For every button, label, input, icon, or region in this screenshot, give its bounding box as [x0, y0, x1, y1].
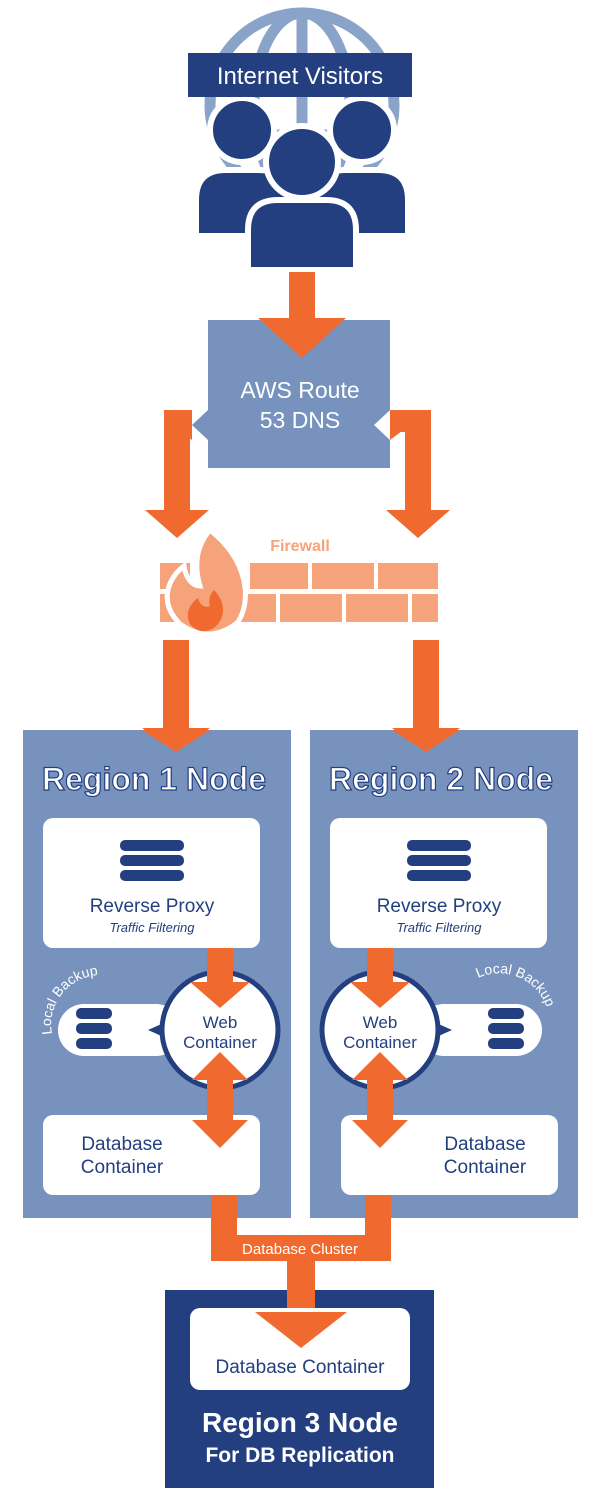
region1-backup-database-icon	[76, 1008, 112, 1049]
region1-web-line2: Container	[183, 1033, 257, 1052]
region2-database-card	[341, 1115, 558, 1195]
region1-arrow-proxy-to-web	[190, 948, 250, 1008]
region3-title: Region 3 Node	[202, 1407, 398, 1438]
region2-db-line2: Container	[444, 1157, 527, 1178]
region1-db-line2: Container	[81, 1157, 164, 1178]
internet-visitors-banner	[188, 53, 412, 97]
region3-subtitle: For DB Replication	[205, 1444, 394, 1467]
dns-box	[192, 320, 390, 468]
dns-label-line2: 53 DNS	[260, 407, 341, 433]
region1-web-line1: Web	[203, 1013, 238, 1032]
region2-arrow-proxy-to-web	[350, 948, 410, 1008]
region2-proxy-title: Reverse Proxy	[377, 896, 502, 917]
region3-node: Database Container Region 3 Node For DB …	[165, 1290, 434, 1488]
arrow-dns-to-firewall-right	[386, 410, 450, 538]
region1-server-icon	[120, 840, 184, 881]
region1-proxy-subtitle: Traffic Filtering	[110, 920, 196, 935]
region1-node: Region 1 Node Reverse Proxy Traffic Filt…	[23, 730, 291, 1218]
region2-reverse-proxy-card	[330, 818, 547, 948]
region1-db-line1: Database	[81, 1134, 162, 1155]
database-cluster-connector	[211, 1195, 391, 1314]
region2-server-icon	[407, 840, 471, 881]
database-cluster-label: Database Cluster	[242, 1241, 358, 1258]
arrow-cluster-to-region3	[255, 1312, 347, 1348]
region1-reverse-proxy-card	[43, 818, 260, 948]
region2-web-line1: Web	[363, 1013, 398, 1032]
region1-database-card	[43, 1115, 260, 1195]
region3-database-card	[190, 1308, 410, 1390]
fire-icon	[164, 526, 248, 637]
region2-db-line1: Database	[444, 1134, 525, 1155]
region1-arrow-web-db-bidirectional	[192, 1052, 248, 1148]
firewall-label: Firewall	[270, 538, 330, 555]
arrow-visitors-to-dns	[258, 272, 346, 358]
region2-node: Region 2 Node Reverse Proxy Traffic Filt…	[310, 730, 578, 1218]
region2-title: Region 2 Node	[329, 761, 553, 797]
region2-proxy-subtitle: Traffic Filtering	[397, 920, 483, 935]
region2-web-line2: Container	[343, 1033, 417, 1052]
arrow-dns-to-firewall-left	[145, 410, 209, 538]
internet-visitors-label: Internet Visitors	[217, 63, 383, 90]
visitors-icon	[193, 95, 411, 273]
region3-db-label: Database Container	[216, 1357, 386, 1378]
region2-arrow-web-db-bidirectional	[352, 1052, 408, 1148]
region2-backup-database-icon	[488, 1008, 524, 1049]
region1-title: Region 1 Node	[42, 761, 266, 797]
region1-proxy-title: Reverse Proxy	[90, 896, 215, 917]
dns-label-line1: AWS Route	[240, 377, 359, 403]
